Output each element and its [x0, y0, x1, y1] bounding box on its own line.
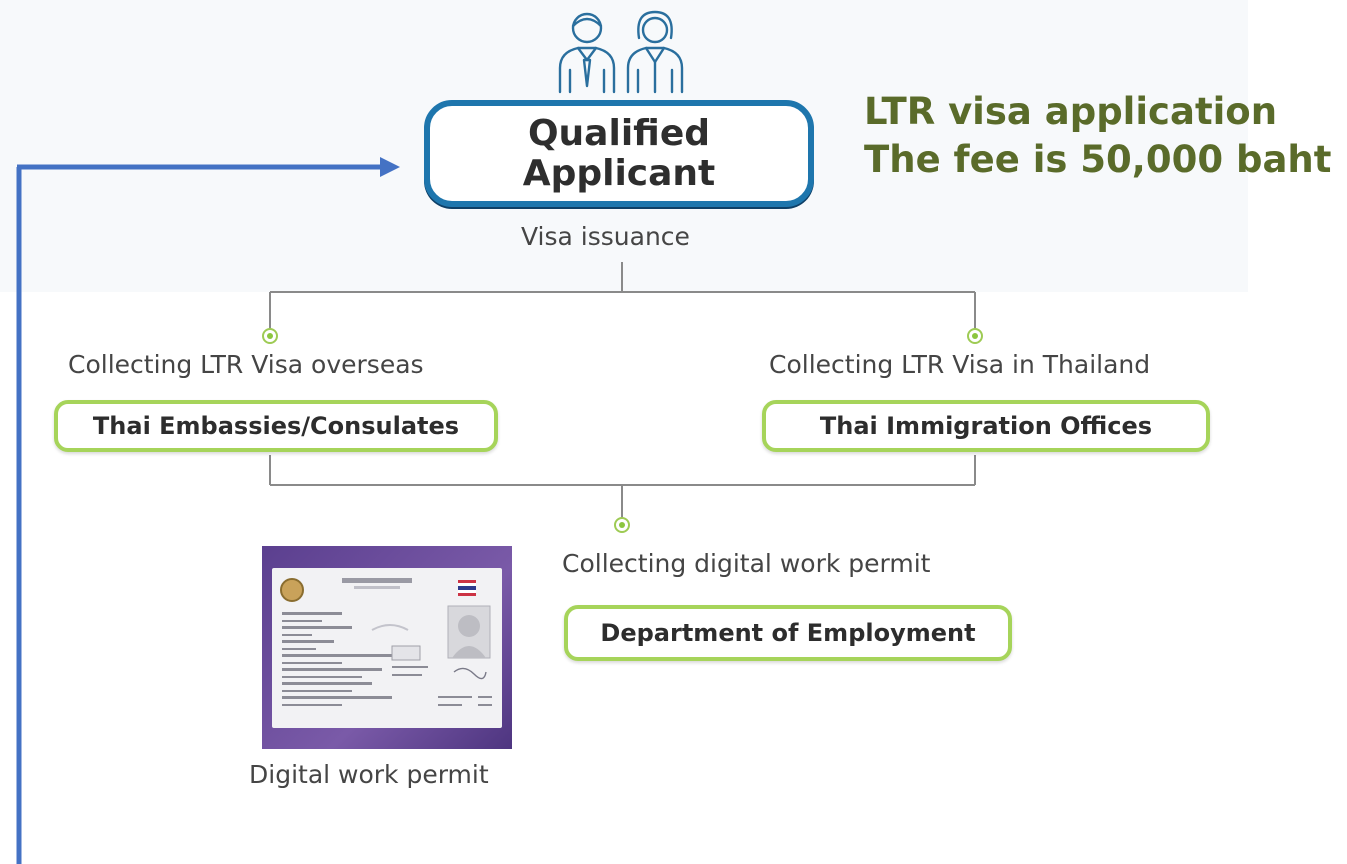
- thailand-node-dot: [967, 328, 983, 344]
- work-permit-card-image: [262, 546, 512, 749]
- work-permit-node-dot: [614, 517, 630, 533]
- businessman-icon: [558, 12, 616, 94]
- digital-work-permit-caption: Digital work permit: [249, 760, 489, 789]
- businesswoman-icon: [626, 10, 684, 94]
- work-permit-card-drawing: [280, 578, 492, 706]
- feedback-arrow: [16, 164, 382, 864]
- overseas-node-dot: [262, 328, 278, 344]
- qualified-applicant-line2: Applicant: [522, 152, 716, 194]
- visa-issuance-label: Visa issuance: [521, 222, 690, 251]
- fee-note-line2: The fee is 50,000 baht: [864, 138, 1332, 181]
- thai-embassies-box: Thai Embassies/Consulates: [54, 400, 498, 452]
- thai-immigration-box: Thai Immigration Offices: [762, 400, 1210, 452]
- arrow-head: [380, 157, 400, 177]
- qualified-applicant-line1: Qualified: [527, 112, 711, 154]
- fee-note-line1: LTR visa application: [864, 90, 1278, 133]
- applicant-icons: [558, 10, 684, 94]
- work-permit-card-face: [272, 568, 502, 728]
- qualified-applicant-box: Qualified Applicant: [424, 100, 814, 207]
- work-permit-caption: Collecting digital work permit: [562, 549, 931, 578]
- overseas-caption: Collecting LTR Visa overseas: [68, 350, 424, 379]
- fee-note: LTR visa application The fee is 50,000 b…: [864, 88, 1331, 184]
- thailand-caption: Collecting LTR Visa in Thailand: [769, 350, 1151, 379]
- department-of-employment-box: Department of Employment: [564, 605, 1012, 661]
